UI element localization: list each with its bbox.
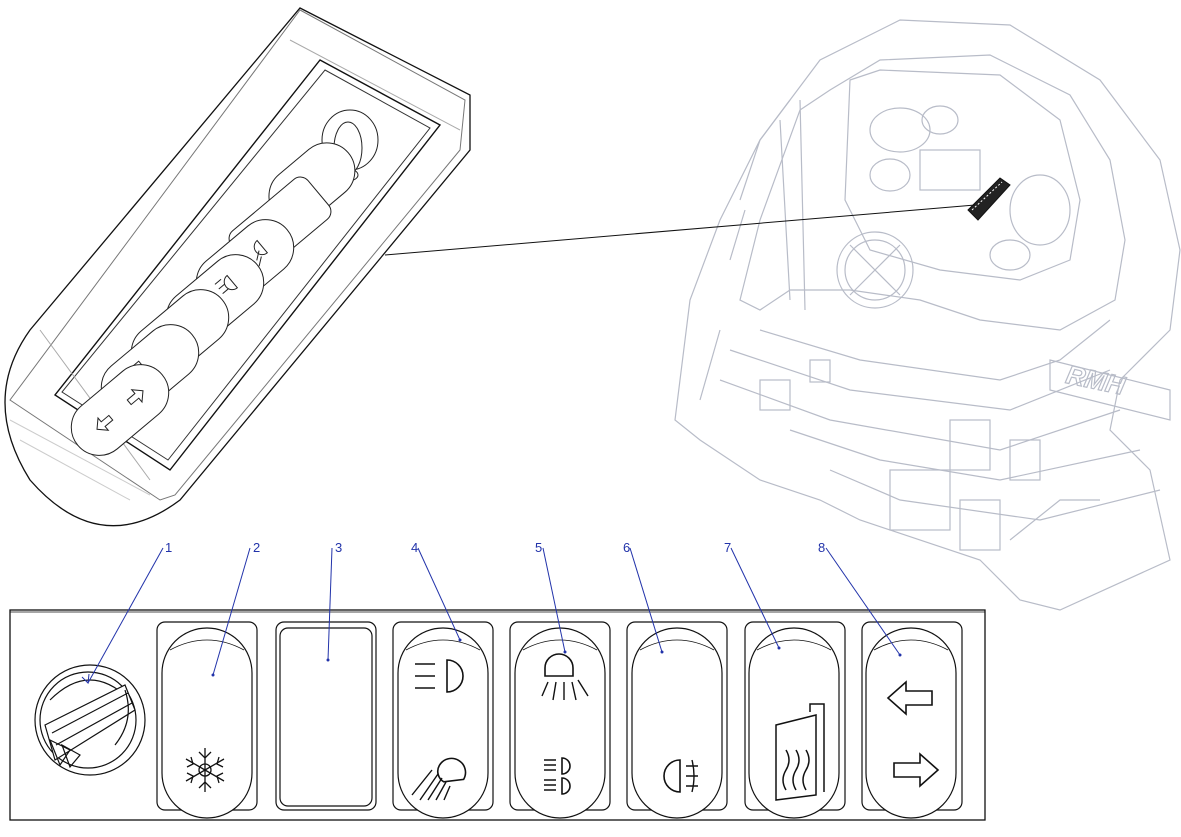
headlight-icon xyxy=(415,659,464,693)
callout-number-1: 1 xyxy=(165,540,173,555)
work-light-icon xyxy=(541,653,589,701)
rotary-knob xyxy=(34,664,146,776)
turn-signal-switch xyxy=(861,621,963,819)
cab-drawing xyxy=(674,19,1181,611)
callout-number-6: 6 xyxy=(623,540,631,555)
loupe-rocker-turn-signal xyxy=(70,364,170,456)
callout-number-7: 7 xyxy=(724,540,732,555)
callout-number-8: 8 xyxy=(818,540,826,555)
fog-light-switch xyxy=(626,621,728,819)
work-light-switch xyxy=(509,621,611,819)
magnifier-leader-line xyxy=(384,204,976,256)
arrow-left-icon xyxy=(886,680,933,716)
cab-switch-panel-location xyxy=(967,177,1011,221)
work-light-low-icon xyxy=(411,757,467,801)
heated-window-switch xyxy=(744,621,846,819)
callout-number-2: 2 xyxy=(253,540,261,555)
callout-leaders xyxy=(81,547,901,685)
snowflake-icon xyxy=(185,748,225,792)
callout-number-5: 5 xyxy=(535,540,543,555)
ac-switch xyxy=(156,621,258,819)
callout-number-3: 3 xyxy=(335,540,343,555)
fog-light-icon xyxy=(663,759,698,793)
arrow-right-icon xyxy=(893,752,940,788)
headlight-switch xyxy=(392,621,494,819)
heated-window-icon xyxy=(775,703,825,801)
blank-switch xyxy=(275,621,377,811)
callout-number-4: 4 xyxy=(411,540,419,555)
high-beam-icon xyxy=(544,757,571,795)
switch-panel-front-view xyxy=(9,547,986,821)
magnified-switch-panel: ❄ xyxy=(4,7,471,527)
cab-logo: RMH xyxy=(1063,359,1128,401)
